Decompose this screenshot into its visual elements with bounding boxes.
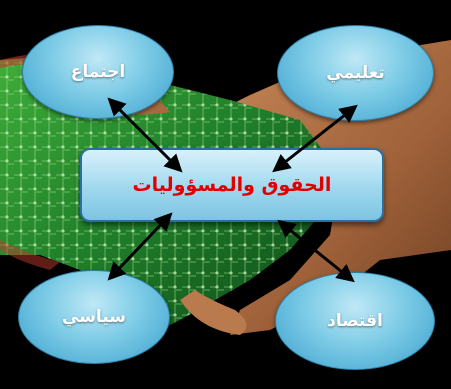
node-bottom-right: اقتصاد bbox=[275, 272, 435, 370]
node-bottom-left-label: سياسي bbox=[62, 307, 126, 327]
arrow-top-right bbox=[272, 104, 358, 173]
arrow-top-left bbox=[107, 97, 183, 173]
node-bottom-left: سياسي bbox=[18, 270, 170, 364]
node-bottom-right-label: اقتصاد bbox=[327, 311, 383, 331]
arrow-bottom-left bbox=[107, 212, 173, 281]
node-top-right-label: تعليمي bbox=[326, 63, 385, 83]
center-label: الحقوق والمسؤوليات bbox=[132, 174, 332, 196]
arrow-bottom-right bbox=[277, 219, 355, 283]
node-top-left-label: اجتماع bbox=[70, 62, 126, 82]
